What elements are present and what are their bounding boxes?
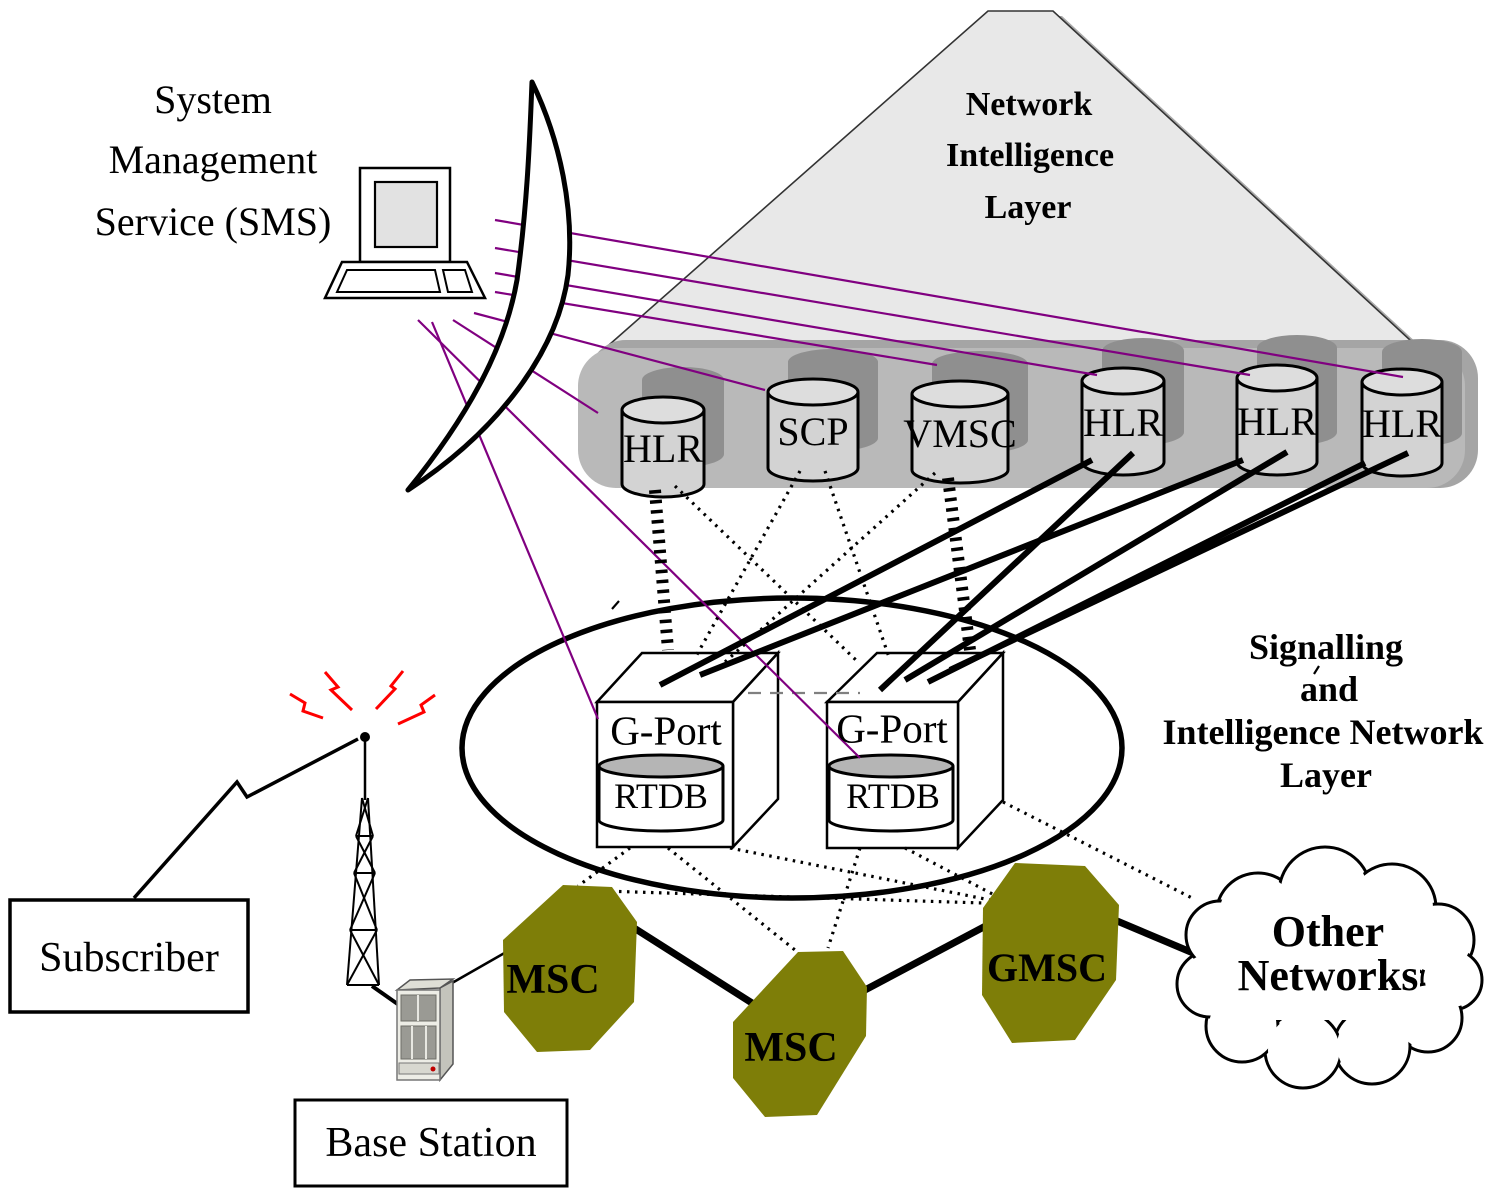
hlr-cylinder-4 bbox=[1360, 367, 1444, 478]
lower-dotted-links bbox=[577, 800, 1193, 952]
hlr-label-2: HLR bbox=[1083, 400, 1163, 445]
gport-node-1 bbox=[594, 649, 781, 851]
scp-label: SCP bbox=[777, 409, 849, 454]
upper-dotted-links bbox=[673, 470, 937, 664]
monitor-screen bbox=[373, 180, 439, 249]
network-intelligence-line1: Network bbox=[965, 86, 1093, 124]
gport2-label: G-Port bbox=[836, 705, 948, 752]
hlr-gport-links bbox=[658, 449, 1410, 693]
database-cylinders bbox=[620, 363, 1444, 499]
scp-cylinder bbox=[766, 377, 860, 483]
stray-tick-marks bbox=[611, 600, 1320, 675]
base-station-label: Base Station bbox=[325, 1119, 537, 1166]
gport-node-2 bbox=[823, 649, 1006, 852]
signalling-layer-line3: Intelligence Network bbox=[1162, 712, 1484, 753]
network-intelligence-line2: Intelligence bbox=[945, 137, 1115, 175]
hlr-cylinder-3 bbox=[1235, 363, 1319, 477]
radio-signal-bolts bbox=[289, 670, 436, 726]
hlr-label-1: HLR bbox=[623, 426, 703, 471]
vmsc-label: VMSC bbox=[903, 411, 1017, 456]
msc2-octagon bbox=[733, 951, 867, 1117]
hlr-cylinder-2 bbox=[1080, 366, 1166, 477]
vmsc-cylinder bbox=[910, 379, 1010, 485]
base-station-box bbox=[293, 1098, 569, 1188]
antenna-tip bbox=[360, 732, 370, 742]
msc1-octagon bbox=[503, 885, 637, 1052]
sms-label-line1: System bbox=[154, 77, 272, 122]
network-intelligence-line3: Layer bbox=[984, 189, 1072, 227]
rtdb1-label: RTDB bbox=[614, 776, 708, 817]
signalling-network-ellipse bbox=[459, 595, 1125, 901]
subscriber-label: Subscriber bbox=[39, 934, 219, 981]
rtdb2-label: RTDB bbox=[846, 776, 940, 817]
hlr-cylinder-1 bbox=[620, 395, 706, 499]
subscriber-air-link bbox=[132, 737, 359, 900]
base-station-cabinet bbox=[394, 978, 456, 1083]
sms-label-line2: Management bbox=[108, 137, 318, 182]
subscriber-box bbox=[8, 898, 250, 1014]
triangle-face bbox=[598, 10, 1426, 353]
switch-octagons bbox=[503, 863, 1119, 1117]
msc1-msc2-link bbox=[632, 925, 754, 1006]
other-networks-cloud bbox=[1175, 845, 1484, 1090]
network-intelligence-triangle bbox=[598, 10, 1432, 357]
msc1-label: MSC bbox=[506, 956, 600, 1003]
hlr-label-4: HLR bbox=[1362, 401, 1442, 446]
sms-label-line3: Service (SMS) bbox=[94, 199, 332, 244]
signalling-layer-line1: Signalling bbox=[1248, 627, 1404, 668]
rtdb-cylinder-1 bbox=[597, 753, 725, 833]
crescent-swoosh bbox=[405, 79, 573, 493]
gmsc-label: GMSC bbox=[987, 945, 1107, 990]
signalling-layer-line2: and bbox=[1299, 669, 1359, 710]
msc2-label: MSC bbox=[744, 1024, 838, 1071]
other-networks-line2: Networks bbox=[1237, 950, 1419, 1000]
rtdb-cylinder-2 bbox=[827, 753, 955, 833]
heavy-dashed-links bbox=[649, 477, 976, 651]
other-networks-line1: Other bbox=[1271, 906, 1385, 956]
basestation-msc-link bbox=[451, 949, 509, 985]
tower-cabinet-cable bbox=[370, 984, 401, 1007]
signalling-layer-line4: Layer bbox=[1280, 755, 1372, 796]
gmsc-octagon bbox=[982, 863, 1119, 1043]
hlr-label-3: HLR bbox=[1237, 399, 1317, 444]
gport1-label: G-Port bbox=[610, 707, 722, 754]
sms-computer-icon bbox=[323, 166, 488, 300]
radio-tower bbox=[346, 732, 401, 1007]
